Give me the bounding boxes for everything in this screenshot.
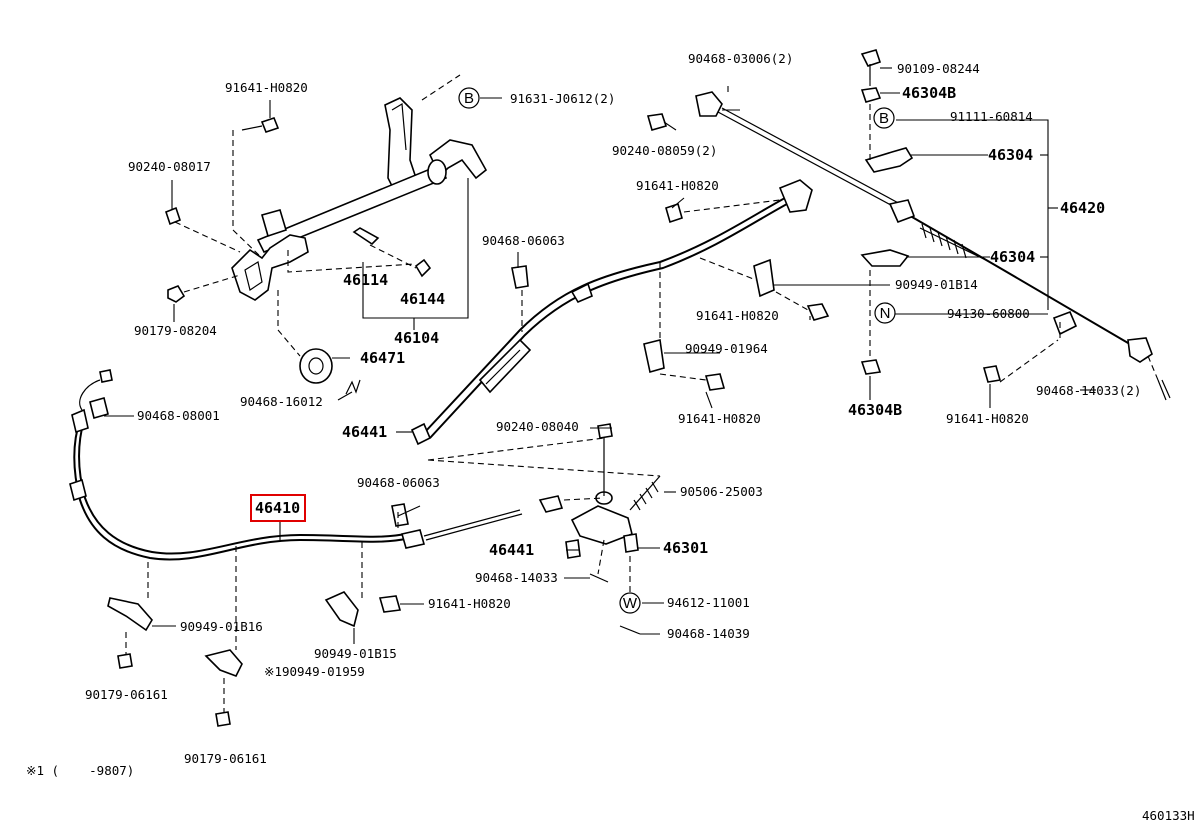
circle-marker-b-1-text: B [464,90,474,107]
circle-marker-n-text: N [880,305,891,322]
part-label-90468-14039[interactable]: 90468-14039 [667,626,750,641]
part-label-46304b-upper[interactable]: 46304B [902,84,956,102]
part-label-91641-h0820-lower[interactable]: 91641-H0820 [428,596,511,611]
part-label-46410[interactable]: 46410 [255,499,300,517]
part-label-94130-60800[interactable]: 94130-60800 [947,306,1030,321]
circle-marker-b-2: B [873,107,895,129]
part-label-46441-upper[interactable]: 46441 [342,423,387,441]
part-label-90468-14033-right[interactable]: 90468-14033(2) [1036,383,1141,398]
part-label-90949-01964[interactable]: 90949-01964 [685,341,768,356]
part-label-90468-03006[interactable]: 90468-03006(2) [688,51,793,66]
highlight-box-46410 [250,494,306,522]
left-leaders [171,97,1096,409]
part-label-90179-06161-a[interactable]: 90179-06161 [85,687,168,702]
part-label-90949-01959[interactable]: ※190949-01959 [264,664,365,679]
part-label-90506-25003[interactable]: 90506-25003 [680,484,763,499]
part-label-90468-06063-upper[interactable]: 90468-06063 [482,233,565,248]
circle-marker-w: W [619,592,641,614]
part-labels: 91641-H0820 91631-J0612(2) 90240-08017 9… [85,51,1141,766]
part-label-46420[interactable]: 46420 [1060,199,1105,217]
part-label-91111-60814[interactable]: 91111-60814 [950,109,1033,124]
circle-marker-b-1: B [458,87,480,109]
part-label-91641-h0820-mid[interactable]: 91641-H0820 [696,308,779,323]
diagram-code: 460133H [1142,808,1195,823]
part-label-94612-11001[interactable]: 94612-11001 [667,595,750,610]
part-label-91631-j0612[interactable]: 91631-J0612(2) [510,91,615,106]
brake-lever-assembly [165,74,488,395]
part-label-90468-14033[interactable]: 90468-14033 [475,570,558,585]
part-label-90240-08059[interactable]: 90240-08059(2) [612,143,717,158]
circle-marker-w-text: W [623,595,638,612]
circle-marker-b-2-text: B [879,110,889,127]
part-label-90240-08017[interactable]: 90240-08017 [128,159,211,174]
part-label-90949-01b16[interactable]: 90949-01B16 [180,619,263,634]
equalizer-assembly [396,423,676,635]
part-label-90468-08001[interactable]: 90468-08001 [137,408,220,423]
part-label-91641-h0820-far-right[interactable]: 91641-H0820 [946,411,1029,426]
part-label-90468-06063-lower[interactable]: 90468-06063 [357,475,440,490]
part-label-90179-06161-b[interactable]: 90179-06161 [184,751,267,766]
part-label-91641-h0820-upper[interactable]: 91641-H0820 [636,178,719,193]
part-label-46304-lower[interactable]: 46304 [990,248,1035,266]
cable-46420 [511,49,1171,401]
part-label-46301[interactable]: 46301 [663,539,708,557]
part-label-46114[interactable]: 46114 [343,271,388,289]
part-label-46304-upper[interactable]: 46304 [988,146,1033,164]
cable-46410 [69,369,564,727]
cable-46441 [410,179,813,446]
part-label-46471[interactable]: 46471 [360,349,405,367]
part-label-90109-08244[interactable]: 90109-08244 [897,61,980,76]
part-label-90949-01b14[interactable]: 90949-01B14 [895,277,978,292]
part-label-90949-01b15[interactable]: 90949-01B15 [314,646,397,661]
part-label-91641-h0820-right[interactable]: 91641-H0820 [678,411,761,426]
part-label-90179-08204[interactable]: 90179-08204 [134,323,217,338]
part-label-46304b-lower[interactable]: 46304B [848,401,902,419]
part-label-46104[interactable]: 46104 [394,329,439,347]
part-label-90468-16012[interactable]: 90468-16012 [240,394,323,409]
part-label-91641-h0820[interactable]: 91641-H0820 [225,80,308,95]
circle-marker-n: N [874,302,896,324]
footnote: ※1 ( -9807) [26,763,134,778]
part-label-46144[interactable]: 46144 [400,290,445,308]
part-label-90240-08040[interactable]: 90240-08040 [496,419,579,434]
part-label-46441-lower[interactable]: 46441 [489,541,534,559]
